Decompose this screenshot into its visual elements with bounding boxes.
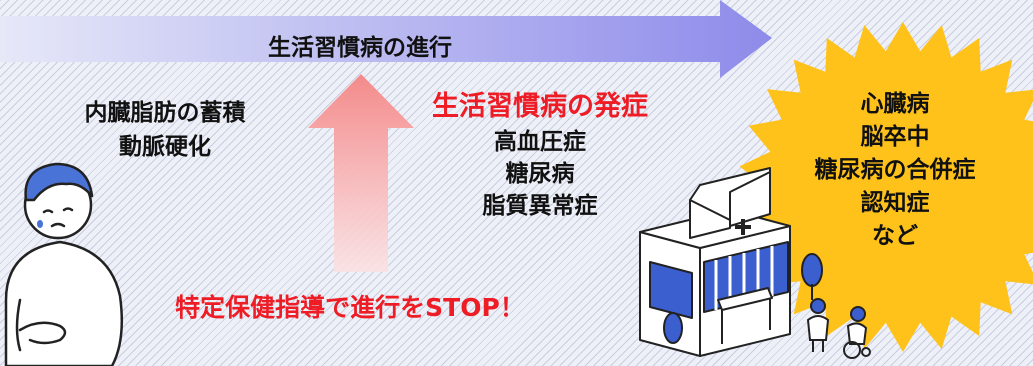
complication-item: など bbox=[872, 223, 918, 249]
risk-factor: 内臓脂肪の蓄積 bbox=[84, 100, 246, 126]
complication-item: 心臓病 bbox=[860, 91, 930, 117]
complication-item: 脳卒中 bbox=[860, 124, 930, 150]
complications-list: 心臓病 脳卒中 糖尿病の合併症 認知症 など bbox=[760, 88, 1030, 253]
progress-arrow bbox=[0, 0, 772, 78]
onset-title: 生活習慣病の発症 bbox=[432, 91, 648, 122]
progress-label: 生活習慣病の進行 bbox=[268, 35, 452, 61]
up-arrow bbox=[308, 74, 414, 272]
nurse-icon bbox=[806, 298, 830, 352]
onset-item: 脂質異常症 bbox=[482, 193, 598, 219]
complication-item: 糖尿病の合併症 bbox=[814, 157, 976, 183]
risk-factors: 内臓脂肪の蓄積 動脈硬化 bbox=[40, 96, 290, 164]
risk-factor: 動脈硬化 bbox=[119, 134, 211, 160]
stop-label: 特定保健指導で進行をSTOP！ bbox=[175, 293, 525, 322]
medical-cross-icon bbox=[735, 219, 751, 235]
onset-item: 高血圧症 bbox=[494, 129, 586, 155]
hospital-icon bbox=[639, 167, 823, 357]
onset-block: 生活習慣病の発症 高血圧症 糖尿病 脂質異常症 bbox=[390, 88, 690, 222]
onset-item: 糖尿病 bbox=[505, 161, 575, 187]
complication-item: 認知症 bbox=[860, 190, 930, 216]
wheelchair-patient-icon bbox=[843, 306, 871, 359]
person-icon bbox=[4, 162, 124, 366]
